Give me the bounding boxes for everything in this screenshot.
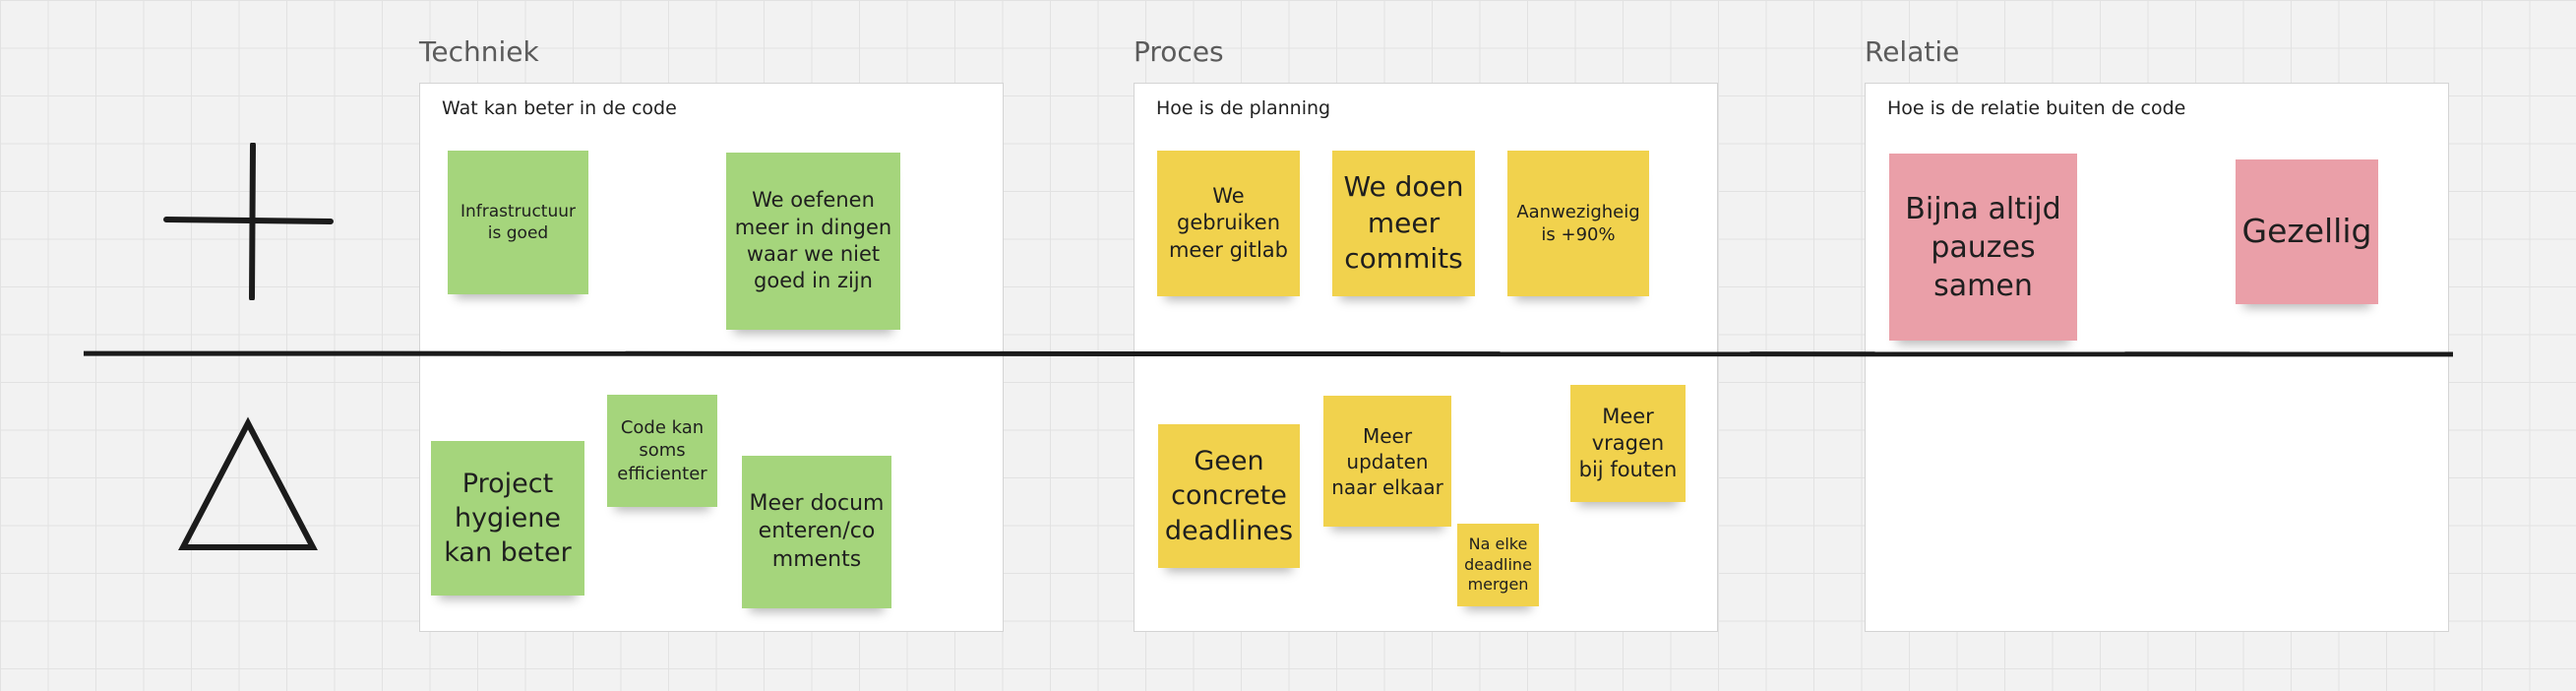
frame-title-relatie: Hoe is de relatie buiten de code	[1887, 97, 2186, 119]
frame-title-techniek: Wat kan beter in de code	[442, 97, 677, 119]
sticky-note[interactable]: Code kan soms efficienter	[607, 395, 717, 507]
sticky-note[interactable]: We doen meer commits	[1332, 151, 1475, 296]
row-divider	[83, 350, 2454, 357]
sticky-note[interactable]: Project hygiene kan beter	[431, 441, 584, 596]
sticky-note[interactable]: Meer documenteren/comments	[742, 456, 891, 608]
sticky-note[interactable]: Bijna altijd pauzes samen	[1889, 154, 2077, 341]
plus-icon	[163, 143, 334, 300]
sticky-note[interactable]: Aanwezigheig is +90%	[1507, 151, 1649, 296]
column-title-techniek: Techniek	[419, 35, 539, 68]
sticky-note[interactable]: Meer updaten naar elkaar	[1323, 396, 1451, 527]
sticky-note[interactable]: Geen concrete deadlines	[1158, 424, 1300, 568]
sticky-note[interactable]: Infrastructuur is goed	[448, 151, 588, 294]
sticky-note[interactable]: Na elke deadline mergen	[1457, 524, 1539, 606]
triangle-icon	[178, 416, 318, 550]
frame-title-proces: Hoe is de planning	[1156, 97, 1331, 119]
sticky-note[interactable]: We gebruiken meer gitlab	[1157, 151, 1300, 296]
column-title-relatie: Relatie	[1865, 35, 1960, 68]
sticky-note[interactable]: Meer vragen bij fouten	[1570, 385, 1686, 502]
column-title-proces: Proces	[1134, 35, 1224, 68]
sticky-note[interactable]: Gezellig	[2236, 159, 2378, 304]
sticky-note[interactable]: We oefenen meer in dingen waar we niet g…	[726, 153, 900, 330]
